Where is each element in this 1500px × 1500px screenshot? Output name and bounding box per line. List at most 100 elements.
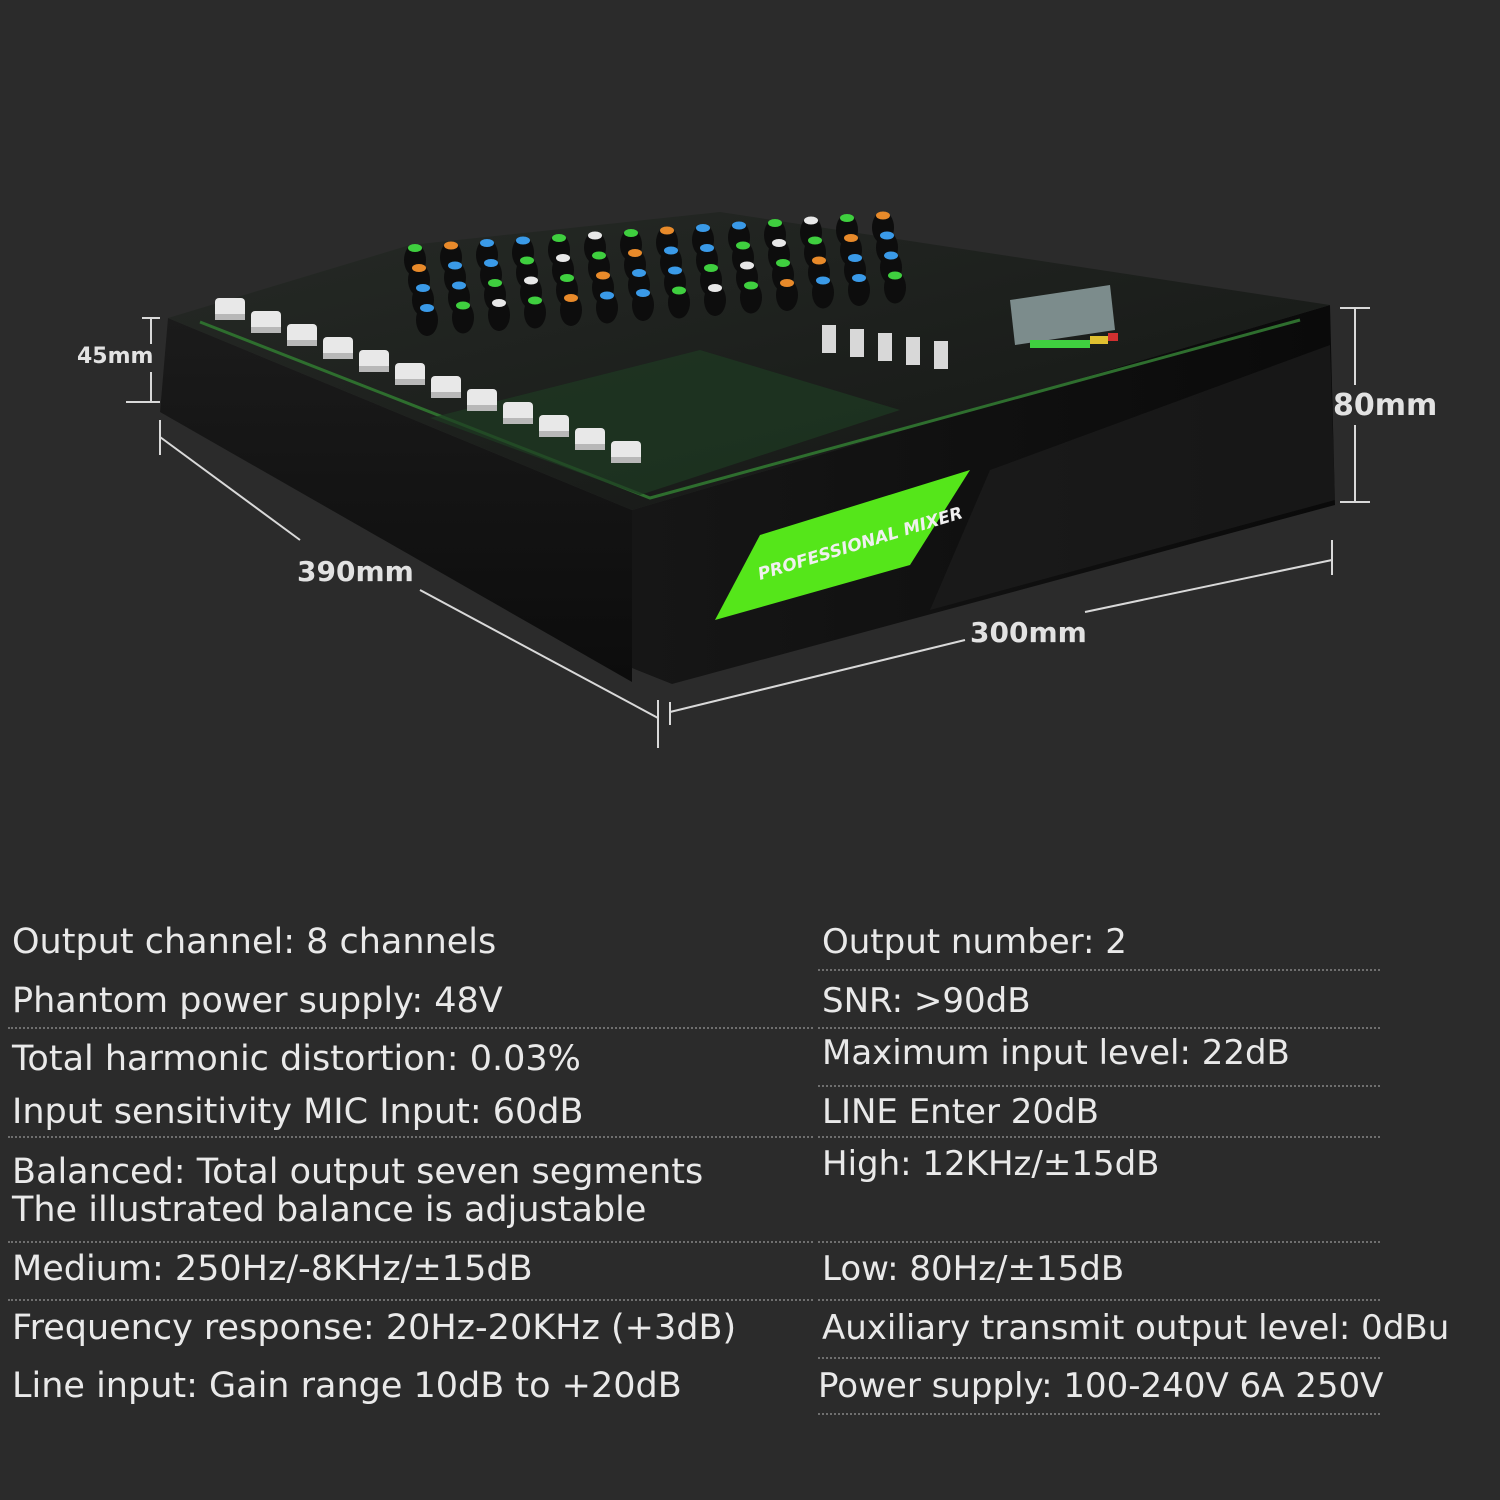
dimension-width: 300mm [970,616,1087,649]
knob-cap [704,264,718,272]
dimension-height-back: 80mm [1333,388,1438,423]
knob-cap [772,239,786,247]
knob-cap [884,251,898,260]
divider [8,1299,813,1301]
knob-cap [672,286,686,295]
divider [8,1241,813,1243]
eq-slider [934,341,948,369]
divider [818,1027,1380,1029]
fader-shadow [359,366,389,372]
knob-cap [624,229,638,237]
fader-shadow [611,457,641,463]
knob [416,304,438,336]
knob-cap [660,226,674,235]
knob-cap [696,224,710,232]
knob-cap [880,231,894,240]
spec-right: Auxiliary transmit output level: 0dBu [822,1308,1450,1348]
knob [740,281,762,314]
fader-shadow [215,314,245,320]
knob [452,301,474,334]
knob-cap [416,284,430,292]
knob-cap [840,214,854,222]
knob-cap [876,211,890,220]
mixer-front-bevel [930,345,1335,610]
knob-cap [664,246,678,255]
knob-cap [480,239,494,247]
knob-cap [408,244,422,252]
knob [812,276,834,309]
knob [596,291,618,324]
led-meter [1030,333,1118,348]
spec-left: Input sensitivity MIC Input: 60dB [12,1092,584,1132]
knob [884,271,906,304]
knob-cap [560,274,574,282]
knob-cap [852,274,866,282]
panel-trim-line [199,318,1301,500]
knob-cap [700,244,714,252]
spec-right: Low: 80Hz/±15dB [822,1249,1125,1289]
fader-shadow [287,340,317,346]
knob-cap [768,219,782,227]
knob-cap [492,299,506,307]
knob-cap [668,266,682,275]
divider [818,1241,1380,1243]
divider [818,1413,1380,1415]
knob-cap [524,276,538,285]
knob-cap [708,284,722,292]
spec-right: SNR: >90dB [822,981,1031,1021]
knob [488,299,510,331]
divider [818,1299,1380,1301]
knob-cap [808,236,822,245]
knob-cap [448,261,462,270]
knob-cap [420,304,434,312]
knob-cap [588,231,602,240]
knob-cap [888,271,902,280]
knob-cap [516,236,530,245]
knob-cap [412,264,426,272]
knob-cap [520,256,534,265]
knob [848,274,870,306]
knob-cap [596,271,610,280]
knob-cap [600,291,614,300]
knob-cap [628,249,642,257]
knob-cap [564,294,578,302]
knob [560,294,582,326]
knob-cap [732,221,746,230]
knob-cap [744,281,758,290]
knob-cap [452,281,466,290]
fader-section-panel [430,350,900,495]
knob-cap [456,301,470,310]
spec-right: High: 12KHz/±15dB [822,1144,1160,1184]
spec-left: Medium: 250Hz/-8KHz/±15dB [12,1249,533,1289]
knob-cap [776,259,790,267]
divider [818,1357,1380,1359]
spec-left: Balanced: Total output seven segments Th… [12,1152,704,1230]
divider [818,969,1380,971]
dimension-depth: 390mm [297,555,414,588]
spec-right: Maximum input level: 22dB [822,1033,1290,1073]
fader-shadow [575,444,605,450]
fader-shadow [251,327,281,333]
spec-right: LINE Enter 20dB [822,1092,1099,1132]
knob-cap [592,251,606,260]
dimension-height-front: 45mm [77,344,154,369]
knob-cap [484,259,498,267]
spec-right: Output number: 2 [822,922,1127,962]
fader-shadow [323,353,353,359]
knob-cap [632,269,646,277]
knob-cap [736,241,750,250]
fader-shadow [539,431,569,437]
knob [776,279,798,311]
knob-cap [488,279,502,287]
mixer-left-side [160,318,632,682]
knob-cap [816,276,830,285]
divider [818,1085,1380,1087]
spec-left: Total harmonic distortion: 0.03% [12,1039,581,1079]
knob-cap [636,289,650,297]
divider [818,1136,1380,1138]
spec-left: Frequency response: 20Hz-20KHz (+3dB) [12,1308,737,1348]
fader-group [215,298,948,463]
knob [704,284,726,316]
fader-shadow [467,405,497,411]
spec-right: Power supply: 100-240V 6A 250V [818,1366,1384,1406]
